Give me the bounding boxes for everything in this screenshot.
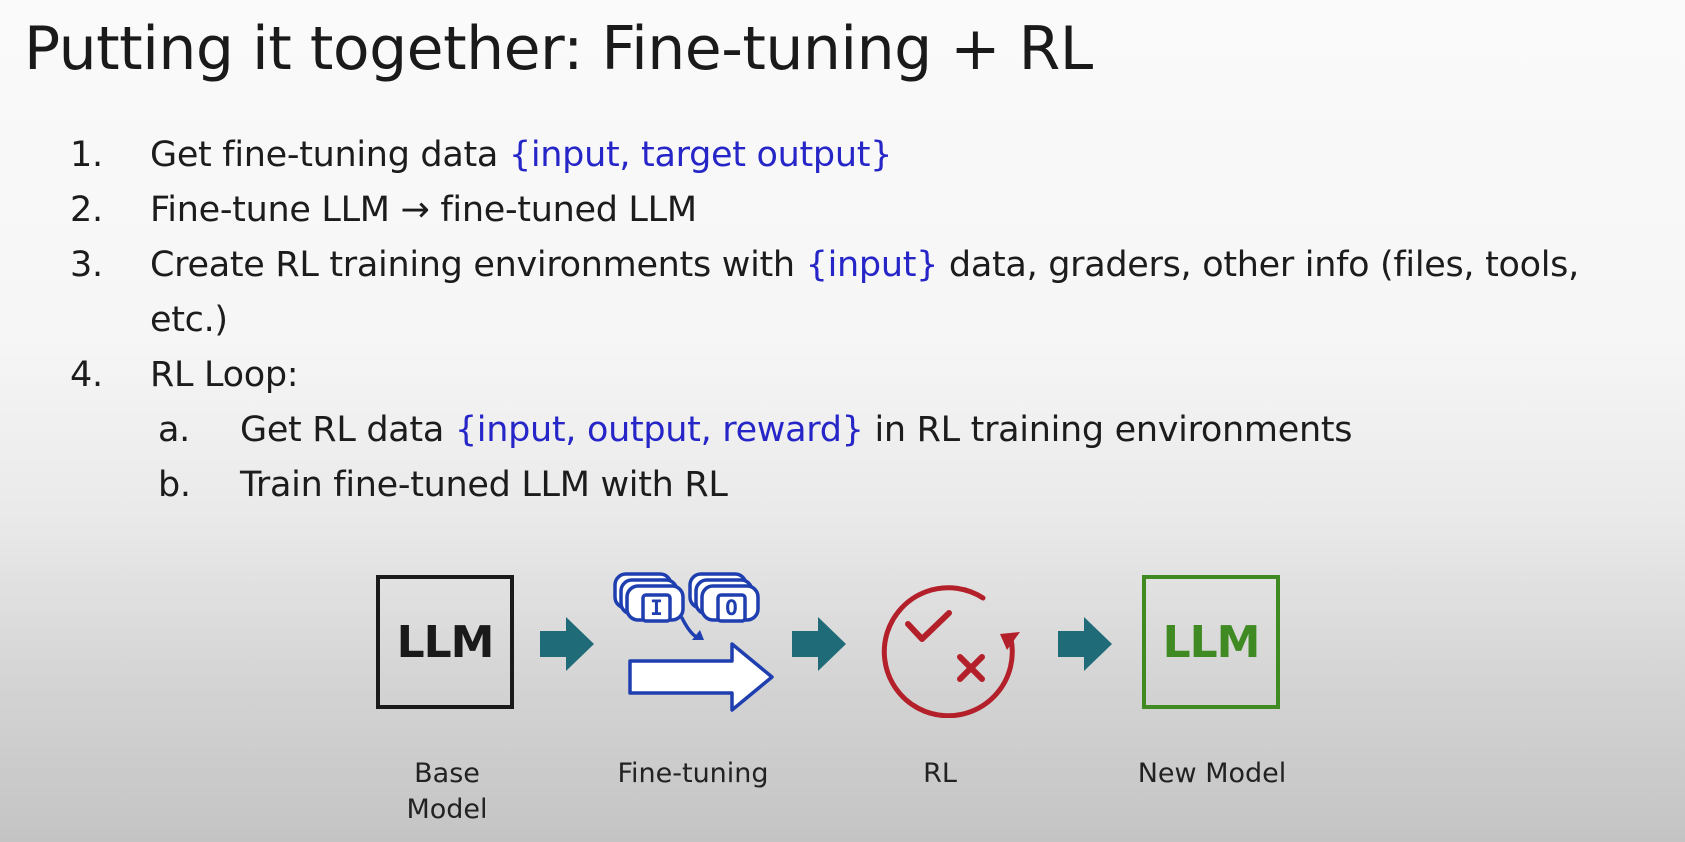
substep-highlight: {input, output, reward} [454,410,864,450]
step-2: 2. Fine-tune LLM → fine-tuned LLM [0,183,1685,238]
output-letter: O [725,596,738,620]
step-number: 3. [70,245,103,285]
step-text-main: Get fine-tuning data [150,135,509,175]
fine-tuning-icon: I O [613,572,774,712]
fine-tuning-io-letters: I O [650,596,738,620]
check-icon [905,610,952,642]
steps-list: 1. Get fine-tuning data {input, target o… [0,128,1685,513]
substep-b: b. Train fine-tuned LLM with RL [0,458,1685,513]
step-number: 4. [70,355,103,395]
arrow-right-icon [540,617,594,671]
step-1: 1. Get fine-tuning data {input, target o… [0,128,1685,183]
step-number: 1. [70,135,103,175]
caption-base-model: Base Model [406,758,488,825]
step-4: 4. RL Loop: [0,348,1685,403]
cross-icon [957,654,985,682]
step-highlight: {input, target output} [508,135,893,175]
base-model-box: LLM [376,575,514,709]
substep-letter: b. [158,465,191,505]
pipeline-diagram: LLM I O [0,560,1685,842]
caption-fine-tuning: Fine-tuning [617,758,769,789]
step-text: Create RL training environments with {in… [150,238,1650,348]
input-letter: I [650,596,663,620]
rl-cycle-icon [881,585,1020,718]
step-3: 3. Create RL training environments with … [0,238,1685,348]
caption-rl: RL [923,758,957,789]
substep-a: a. Get RL data {input, output, reward} i… [0,403,1685,458]
substep-text: Get RL data {input, output, reward} in R… [240,403,1353,458]
caption-new-model: New Model [1137,758,1287,789]
substep-text: Train fine-tuned LLM with RL [240,465,728,505]
substep-letter: a. [158,410,190,450]
substep-text-after: in RL training environments [863,410,1353,450]
step-highlight: {input} [805,245,939,285]
new-model-box: LLM [1142,575,1280,709]
step-text: Fine-tune LLM → fine-tuned LLM [150,190,697,230]
step-text: RL Loop: [150,355,299,395]
arrow-right-icon [1058,617,1112,671]
arrow-right-icon [792,617,846,671]
slide-title: Putting it together: Fine-tuning + RL [24,14,1093,84]
step-text: Get fine-tuning data {input, target outp… [150,128,892,183]
step-number: 2. [70,190,103,230]
step-text-main: Create RL training environments with [150,245,806,285]
step-text-after: data, graders, other info (files, tools,… [150,245,1579,340]
substep-text-main: Get RL data [240,410,455,450]
